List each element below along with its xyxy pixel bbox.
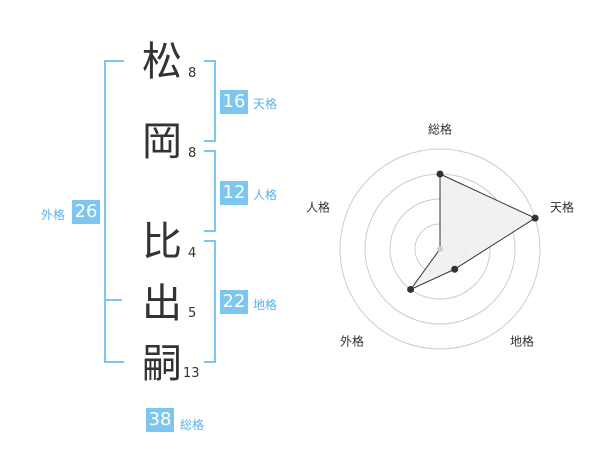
name-char-5: 嗣	[142, 341, 182, 387]
radar-area	[409, 173, 537, 291]
stroke-count-3: 4	[188, 246, 197, 261]
tenkaku-value-badge: 16	[220, 90, 248, 114]
gaikaku-value-badge: 26	[72, 200, 100, 224]
name-char-2: 岡	[142, 119, 182, 165]
radar-axis-label-2: 天格	[550, 200, 574, 215]
radar-point-4	[407, 285, 415, 293]
soukaku-value-badge: 38	[146, 408, 174, 432]
radar-center	[437, 246, 443, 252]
radar-ring-4	[339, 148, 541, 350]
gaikaku-label: 外格	[41, 208, 66, 222]
tenkaku-bracket	[204, 60, 216, 142]
chikaku-value-badge: 22	[220, 290, 248, 314]
chikaku-label: 地格	[253, 298, 278, 312]
gaikaku-bracket-tick	[104, 299, 122, 301]
stroke-count-4: 5	[188, 306, 197, 321]
soukaku-label: 総格	[180, 418, 205, 432]
radar-axis-label-5: 人格	[306, 200, 330, 215]
radar-point-1	[436, 170, 444, 178]
name-char-4: 出	[142, 281, 182, 327]
jinkaku-label: 人格	[253, 188, 278, 202]
jinkaku-bracket	[204, 150, 216, 232]
name-char-3: 比	[142, 219, 182, 265]
radar-axis-label-1: 総格	[428, 122, 452, 137]
radar-point-2	[531, 214, 539, 222]
radar-axis-label-4: 外格	[340, 334, 364, 349]
stroke-count-2: 8	[188, 146, 197, 161]
tenkaku-label: 天格	[253, 97, 278, 111]
radar-point-3	[451, 265, 459, 273]
radar-axis-label-3: 地格	[510, 334, 534, 349]
stroke-count-5: 13	[183, 366, 200, 381]
gaikaku-bracket	[104, 60, 124, 363]
jinkaku-value-badge: 12	[220, 181, 248, 205]
name-char-1: 松	[142, 39, 182, 85]
chikaku-bracket	[204, 240, 216, 363]
stroke-count-1: 8	[188, 66, 197, 81]
